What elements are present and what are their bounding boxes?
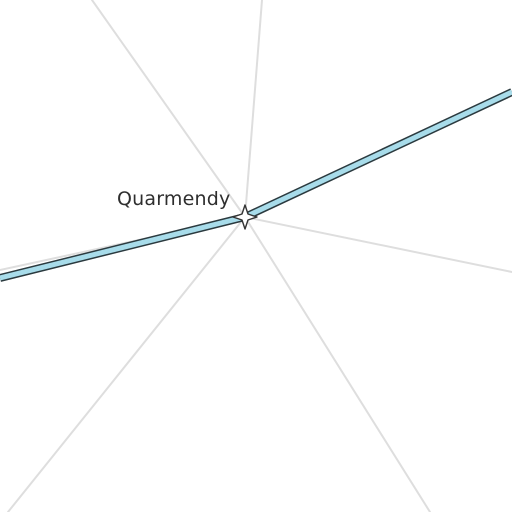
four-point-star-icon[interactable] xyxy=(232,204,258,230)
minor-road-sw xyxy=(7,216,246,512)
minor-road-se xyxy=(244,216,431,512)
minor-road-e xyxy=(244,216,512,273)
minor-road-n xyxy=(244,0,263,218)
minor-road-nw xyxy=(91,0,246,218)
place-label-quarmendy[interactable]: Quarmendy xyxy=(117,188,230,210)
